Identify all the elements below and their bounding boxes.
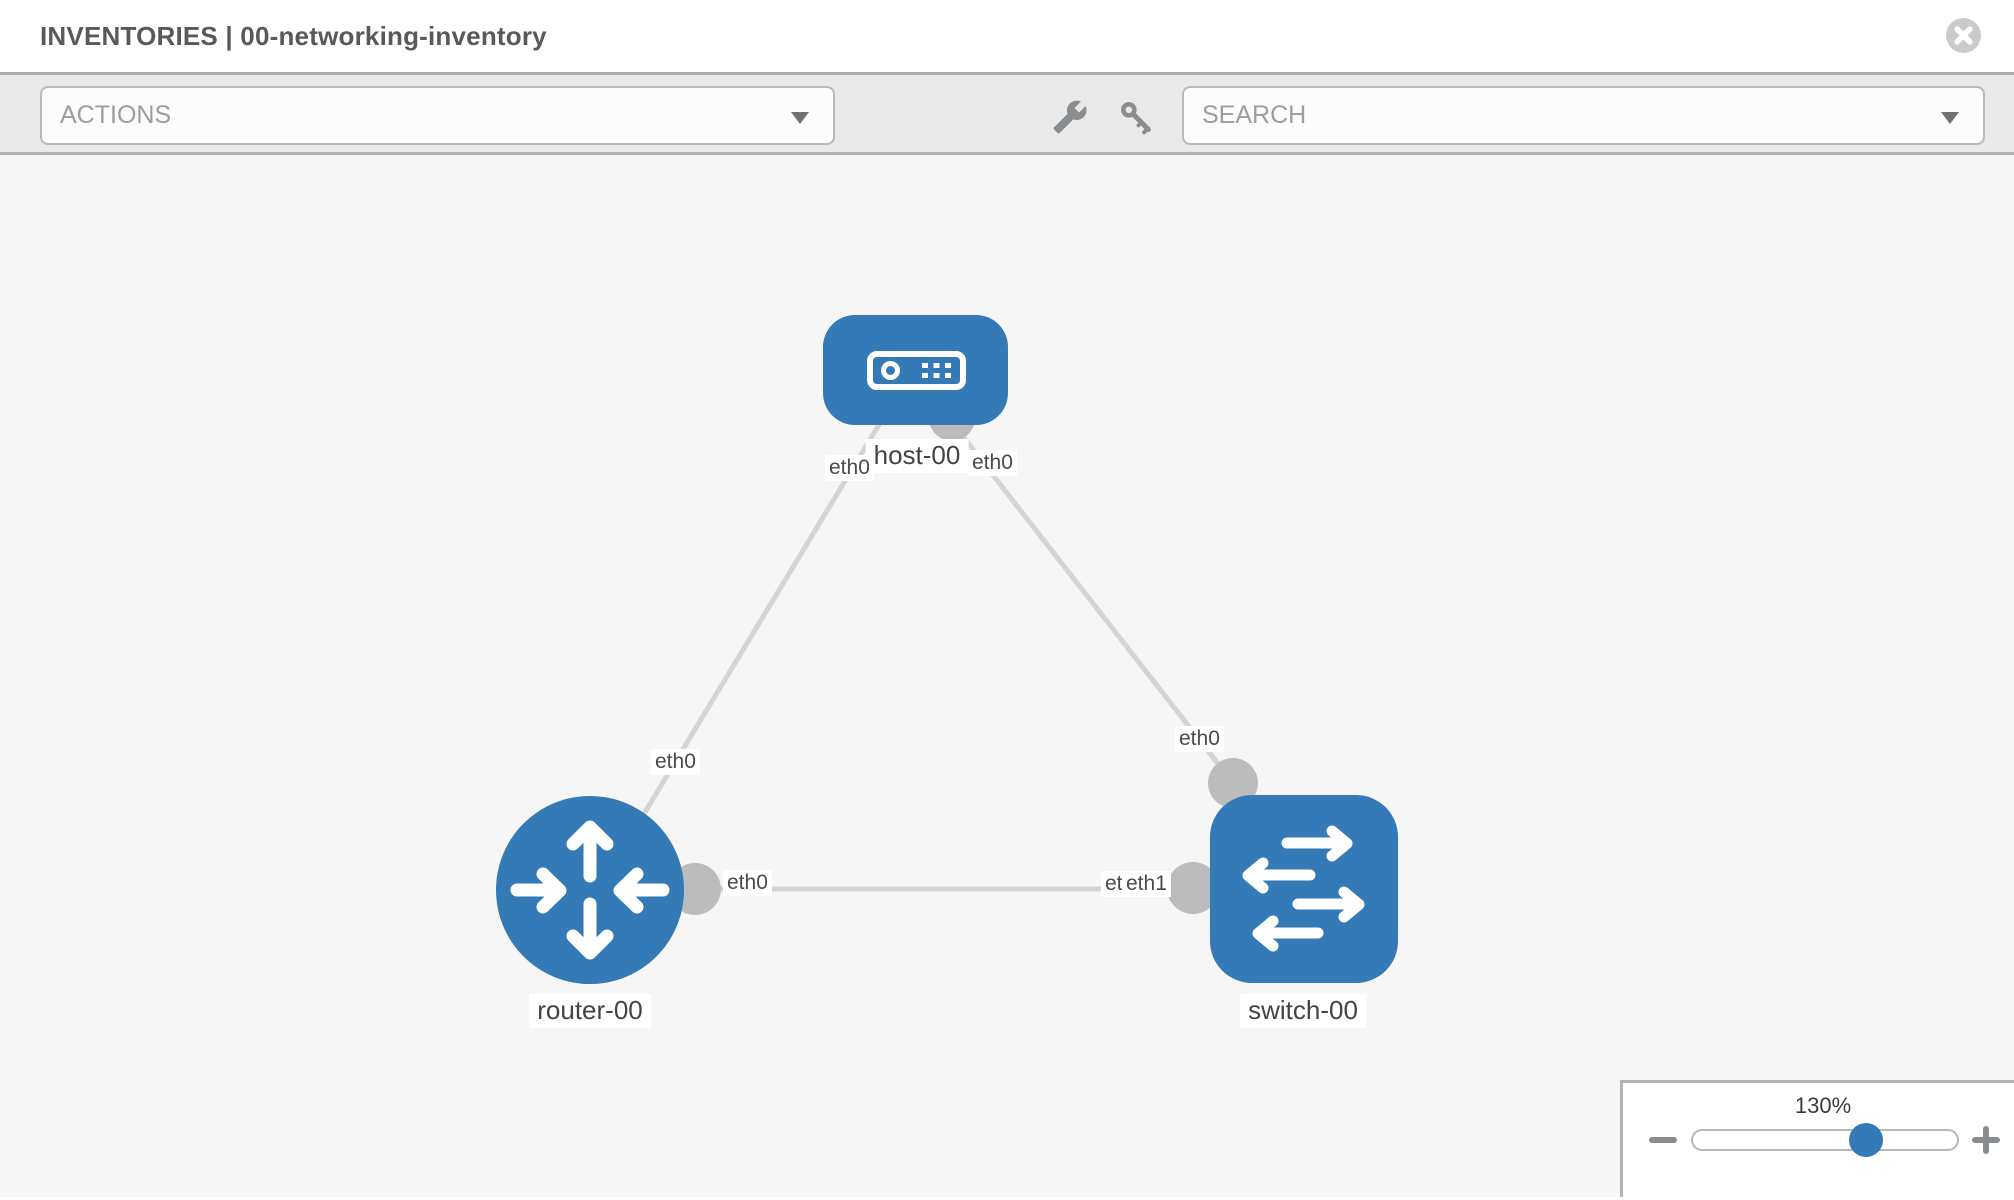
link-layer	[595, 395, 1304, 915]
toolbar: ACTIONS SEARCH	[0, 72, 2014, 155]
tools-button[interactable]	[1052, 99, 1088, 135]
interface-label-switch-eth0: eth0	[1175, 726, 1224, 753]
interface-label-host-eth0: eth0	[825, 455, 874, 482]
host-icon	[867, 351, 966, 390]
header: INVENTORIES | 00-networking-inventory	[0, 0, 2014, 72]
minus-icon	[1649, 1137, 1677, 1143]
credentials-button[interactable]	[1118, 99, 1154, 135]
zoom-slider-thumb[interactable]	[1849, 1123, 1883, 1157]
zoom-level: 130%	[1794, 1093, 1852, 1118]
close-icon	[1946, 18, 1981, 53]
chevron-down-icon	[1941, 112, 1959, 124]
topology-canvas[interactable]: host-00 router-00 switch-00 eth0 eth0 et…	[0, 155, 2014, 1197]
search-dropdown-label: SEARCH	[1202, 101, 1307, 129]
actions-dropdown[interactable]: ACTIONS	[40, 86, 835, 145]
interface-label-router-eth0: eth0	[723, 870, 772, 897]
wrench-icon	[1053, 100, 1087, 134]
zoom-in-button[interactable]	[1972, 1126, 2000, 1154]
zoom-slider-track[interactable]	[1691, 1123, 1959, 1157]
interface-label-switch-eth1: eth1	[1122, 871, 1171, 898]
actions-dropdown-label: ACTIONS	[60, 101, 172, 129]
node-switch-00[interactable]	[1210, 795, 1398, 983]
page-title: INVENTORIES | 00-networking-inventory	[40, 20, 547, 51]
node-label-router-00: router-00	[529, 994, 651, 1028]
interface-label-router-eth0: eth0	[651, 749, 700, 776]
zoom-out-button[interactable]	[1649, 1126, 1677, 1154]
search-dropdown[interactable]: SEARCH	[1182, 86, 1985, 145]
zoom-panel: 130%	[1620, 1080, 2014, 1197]
key-icon	[1120, 101, 1151, 135]
interface-label-host-eth0: eth0	[968, 450, 1017, 477]
node-host-00[interactable]	[823, 315, 1008, 425]
node-router-00[interactable]	[496, 796, 684, 984]
chevron-down-icon	[791, 112, 809, 124]
switch-icon	[1242, 825, 1365, 952]
zoom-slider-row	[1623, 1123, 2014, 1157]
router-icon	[510, 820, 670, 960]
node-label-switch-00: switch-00	[1240, 994, 1366, 1028]
close-button[interactable]	[1945, 17, 1982, 54]
plus-icon	[1972, 1126, 2000, 1154]
node-label-host-00: host-00	[865, 439, 969, 473]
